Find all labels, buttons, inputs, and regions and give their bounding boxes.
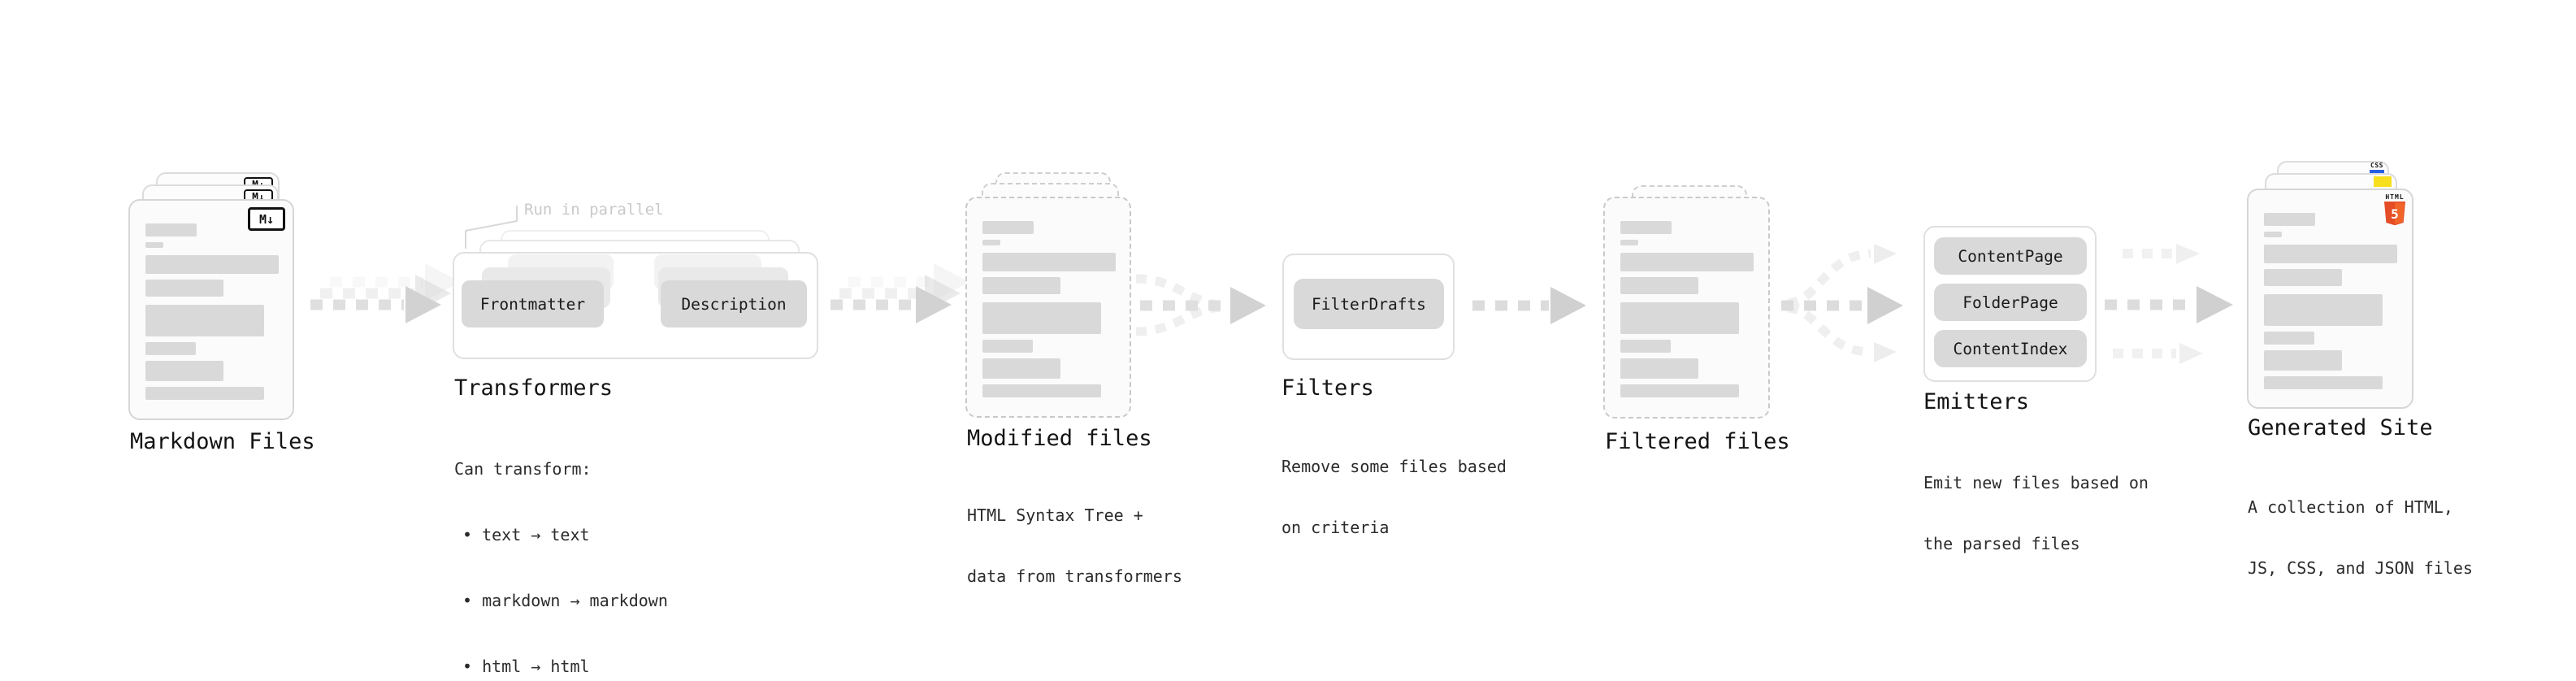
html5-shield: 5 <box>2384 202 2405 226</box>
content-bar <box>982 384 1101 397</box>
content-bar <box>1620 302 1739 334</box>
frontmatter-pill: Frontmatter <box>462 280 604 327</box>
description-line: on criteria <box>1281 518 1390 537</box>
content-bar <box>2264 332 2314 345</box>
content-bar <box>1620 340 1671 353</box>
arrow-transformers-to-modified <box>830 263 969 323</box>
generated-site-label: Generated Site <box>2248 415 2433 440</box>
content-bar <box>982 340 1033 353</box>
content-bar <box>145 305 264 336</box>
css-icon: CSS <box>2367 163 2387 173</box>
html5-icon-text: HTML <box>2385 193 2405 201</box>
description-line: HTML Syntax Tree + <box>967 505 1143 525</box>
content-bar <box>1620 253 1754 271</box>
description-line: JS, CSS, and JSON files <box>2248 558 2473 578</box>
modified-files-label: Modified files <box>967 426 1152 451</box>
bullet-item: • markdown → markdown <box>462 591 668 610</box>
bullet-item: • html → html <box>462 657 590 676</box>
content-bar <box>982 302 1101 334</box>
arrow-filtered-to-emitters <box>1781 244 1903 362</box>
content-bar <box>145 361 223 381</box>
html5-icon: HTML 5 <box>2381 193 2409 226</box>
filtered-file-card <box>1603 197 1770 419</box>
run-in-parallel-note: Run in parallel <box>524 201 664 219</box>
content-bar <box>982 240 1000 245</box>
can-transform-title: Can transform: <box>454 459 592 479</box>
content-bar <box>2264 294 2383 326</box>
content-bar <box>2264 213 2315 226</box>
content-bar <box>1620 221 1672 234</box>
transformers-label: Transformers <box>454 375 614 401</box>
transformers-description: Can transform: • text → text • markdown … <box>454 414 668 681</box>
filterdrafts-pill: FilterDrafts <box>1294 279 1444 329</box>
content-bar <box>145 242 163 248</box>
arrow-filters-to-filtered <box>1472 287 1586 324</box>
description-line: Emit new files based on <box>1923 473 2149 492</box>
arrow-markdown-to-transformers <box>310 263 461 323</box>
generated-site-card: HTML 5 <box>2247 189 2413 409</box>
emitters-description: Emit new files based on the parsed files <box>1923 432 2149 595</box>
emitters-label: Emitters <box>1923 389 2030 414</box>
content-bar <box>145 223 197 236</box>
description-line: data from transformers <box>967 566 1182 586</box>
description-line: the parsed files <box>1923 534 2080 553</box>
markdown-icon: M↓ <box>248 207 285 231</box>
arrows-emitters-to-site <box>2105 244 2233 364</box>
content-bar <box>145 342 196 355</box>
bullet-item: • text → text <box>462 525 590 544</box>
markdown-file-card: M↓ <box>128 199 294 420</box>
description-pill: Description <box>661 280 807 327</box>
content-bar <box>145 255 279 274</box>
filters-description: Remove some files based on criteria <box>1281 416 1507 579</box>
content-bar <box>145 387 264 400</box>
content-bar <box>2264 350 2342 371</box>
content-bar <box>982 277 1060 294</box>
content-bar <box>1620 277 1698 294</box>
content-bar <box>982 253 1116 271</box>
content-bar <box>1620 358 1698 379</box>
filters-label: Filters <box>1281 375 1374 401</box>
content-bar <box>982 221 1034 234</box>
modified-files-description: HTML Syntax Tree + data from transformer… <box>967 465 1182 627</box>
content-bar <box>2264 376 2383 389</box>
description-line: A collection of HTML, <box>2248 497 2453 517</box>
content-bar <box>2264 269 2342 286</box>
modified-file-card <box>965 197 1131 418</box>
markdown-files-label: Markdown Files <box>130 429 315 454</box>
generated-site-description: A collection of HTML, JS, CSS, and JSON … <box>2248 457 2473 619</box>
folderpage-pill: FolderPage <box>1934 284 2087 321</box>
content-bar <box>2264 232 2282 237</box>
content-bar <box>1620 384 1739 397</box>
content-bar <box>1620 240 1638 245</box>
contentpage-pill: ContentPage <box>1934 237 2087 275</box>
svg-text:5: 5 <box>2391 206 2399 222</box>
arrow-modified-to-filters <box>1135 274 1266 336</box>
css-icon-bar <box>2370 170 2384 173</box>
css-icon-text: CSS <box>2370 162 2383 169</box>
javascript-icon <box>2374 176 2392 187</box>
contentindex-pill: ContentIndex <box>1934 330 2087 367</box>
filtered-files-label: Filtered files <box>1605 429 1790 454</box>
content-bar <box>145 280 223 297</box>
description-line: Remove some files based <box>1281 457 1507 476</box>
content-bar <box>2264 245 2397 263</box>
content-bar <box>982 358 1060 379</box>
